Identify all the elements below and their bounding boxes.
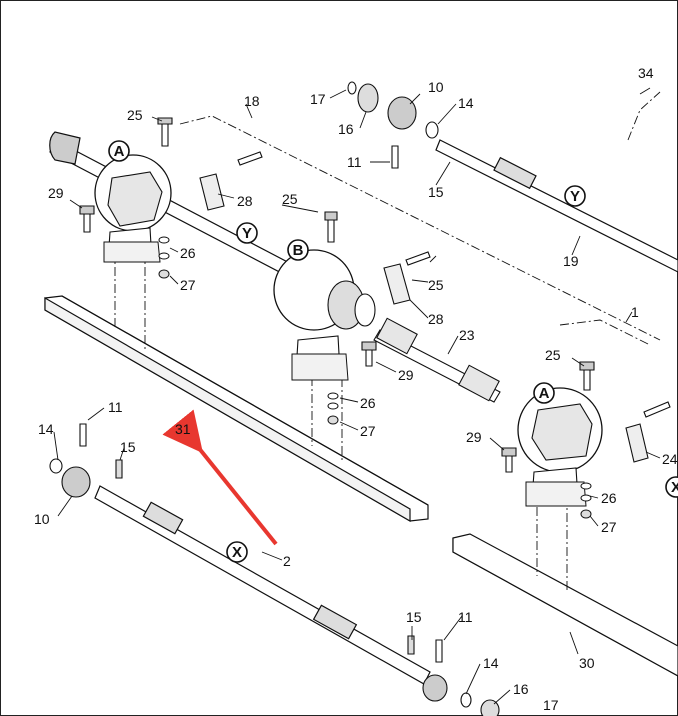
callout-11-left: 11 — [108, 399, 123, 415]
callout-30: 30 — [579, 655, 595, 671]
callout-31: 31 — [175, 421, 191, 437]
callout-28-mid: 28 — [428, 311, 444, 327]
callout-25-right: 25 — [428, 277, 444, 293]
callout-1: 1 — [631, 304, 639, 320]
circle-A-right: A — [533, 382, 555, 404]
callout-15-lower: 15 — [406, 609, 422, 625]
bearing-set-upper — [347, 81, 439, 139]
circle-Y-mid-label: Y — [242, 225, 252, 242]
callout-10-left: 10 — [34, 511, 50, 527]
highlight-arrow — [162, 409, 278, 546]
callout-25-far-right: 25 — [545, 347, 561, 363]
shaft-19 — [435, 139, 678, 273]
circle-X-lower: X — [226, 541, 248, 563]
circle-X-edge: X — [665, 476, 678, 498]
shaft-2 — [94, 485, 431, 685]
gearbox-a-left — [94, 154, 172, 263]
circle-B-label: B — [293, 242, 304, 259]
callout-34: 34 — [638, 65, 654, 81]
circle-Y-mid: Y — [236, 222, 258, 244]
circle-A-right-label: A — [539, 385, 550, 402]
callout-15-upper: 15 — [428, 184, 444, 200]
callout-11-lower: 11 — [458, 609, 473, 625]
callout-18: 18 — [244, 93, 260, 109]
bracket-28 — [199, 173, 649, 463]
callout-numbers: 34 17 10 14 16 25 18 11 15 29 28 25 26 2… — [34, 65, 678, 713]
callout-25-top: 25 — [127, 107, 143, 123]
washers-nuts — [158, 236, 592, 519]
callout-27-right: 27 — [601, 519, 617, 535]
fasteners — [79, 117, 671, 663]
callout-14-lower: 14 — [483, 655, 499, 671]
callout-10-upper: 10 — [428, 79, 444, 95]
bearing-set-lower-right — [422, 674, 500, 716]
gearbox-a-right — [517, 387, 603, 507]
callout-14-upper: 14 — [458, 95, 474, 111]
universal-joint-23 — [373, 317, 501, 403]
callout-16-upper: 16 — [338, 121, 354, 137]
circle-Y-right: Y — [564, 185, 586, 207]
callout-11-upper: 11 — [347, 154, 362, 170]
leader-lines — [53, 87, 661, 705]
callout-25-mid: 25 — [282, 191, 298, 207]
callout-23: 23 — [459, 327, 475, 343]
beam-30 — [452, 533, 678, 677]
circle-A-left: A — [108, 140, 130, 162]
gearbox-b — [273, 249, 376, 381]
callout-28-left: 28 — [237, 193, 253, 209]
beam-31 — [44, 295, 429, 523]
callout-24: 24 — [662, 451, 678, 467]
circle-A-left-label: A — [114, 143, 125, 160]
callout-17-lower: 17 — [543, 697, 559, 713]
callout-16-lower: 16 — [513, 681, 529, 697]
callout-26-mid: 26 — [360, 395, 376, 411]
callout-2: 2 — [283, 553, 291, 569]
callout-29-left: 29 — [48, 185, 64, 201]
callout-26-right: 26 — [601, 490, 617, 506]
reference-lines — [114, 91, 661, 592]
callout-17-upper: 17 — [310, 91, 326, 107]
circle-B: B — [287, 239, 309, 261]
circle-X-edge-label: X — [671, 479, 678, 496]
callout-29-mid: 29 — [398, 367, 414, 383]
callout-15-left: 15 — [120, 439, 136, 455]
circle-X-lower-label: X — [232, 544, 242, 561]
callout-27-mid: 27 — [360, 423, 376, 439]
bearing-set-lower-left — [49, 458, 91, 498]
callout-29-right: 29 — [466, 429, 482, 445]
callout-27-left: 27 — [180, 277, 196, 293]
callout-19: 19 — [563, 253, 579, 269]
callout-14-left: 14 — [38, 421, 54, 437]
callout-26-left: 26 — [180, 245, 196, 261]
circle-Y-right-label: Y — [570, 188, 580, 205]
